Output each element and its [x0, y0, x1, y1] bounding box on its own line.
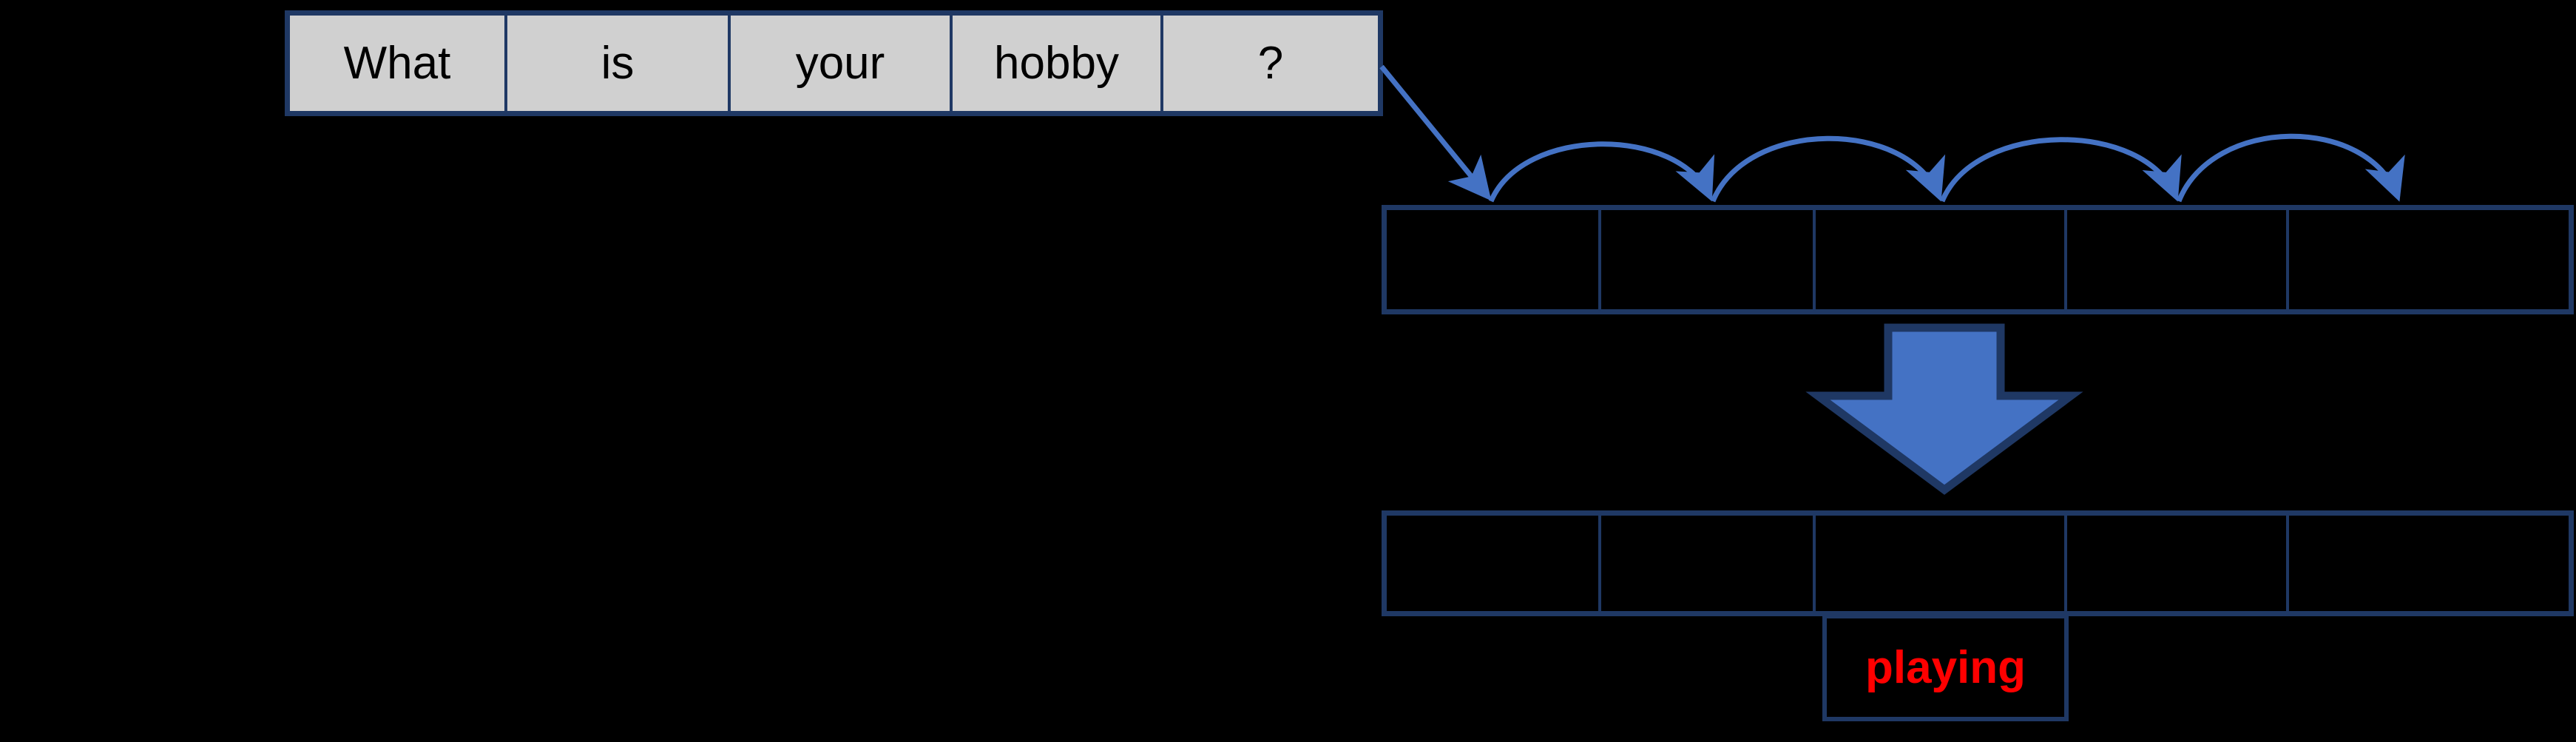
attention-arrow-1 — [1379, 64, 1492, 201]
source-cell-5-label: ? — [1257, 37, 1284, 89]
source-cell-3-label: your — [795, 37, 885, 89]
source-cell-1[interactable]: What — [290, 16, 507, 111]
source-cell-2-label: is — [601, 37, 635, 89]
encoder-cell-5[interactable] — [2289, 210, 2569, 309]
attention-arrow-5 — [2176, 133, 2405, 203]
attention-arrow-4 — [1939, 137, 2182, 203]
predicted-word-label: playing — [1865, 641, 2026, 693]
encoder-token-table — [1382, 205, 2574, 314]
decoder-cell-1[interactable] — [1387, 516, 1601, 611]
source-cell-3[interactable]: your — [731, 16, 953, 111]
decoder-cell-4[interactable] — [2067, 516, 2289, 611]
encoder-cell-1[interactable] — [1387, 210, 1601, 309]
encoder-cell-4[interactable] — [2067, 210, 2289, 309]
encoder-cell-2[interactable] — [1601, 210, 1816, 309]
source-sentence-table: What is your hobby ? — [285, 10, 1383, 116]
decoder-cell-5[interactable] — [2289, 516, 2569, 611]
attention-arrow-3 — [1710, 135, 1946, 203]
source-cell-4-label: hobby — [994, 37, 1119, 89]
decoder-cell-2[interactable] — [1601, 516, 1816, 611]
attention-arrow-2 — [1488, 141, 1714, 203]
source-cell-4[interactable]: hobby — [953, 16, 1163, 111]
decoder-token-table — [1382, 510, 2574, 616]
decoder-cell-3[interactable] — [1816, 516, 2067, 611]
encoder-cell-3[interactable] — [1816, 210, 2067, 309]
source-cell-2[interactable]: is — [507, 16, 731, 111]
predicted-word-cell[interactable]: playing — [1822, 614, 2069, 721]
source-cell-1-label: What — [343, 37, 451, 89]
source-cell-5[interactable]: ? — [1163, 16, 1378, 111]
downward-flow-arrow — [1805, 323, 2083, 495]
